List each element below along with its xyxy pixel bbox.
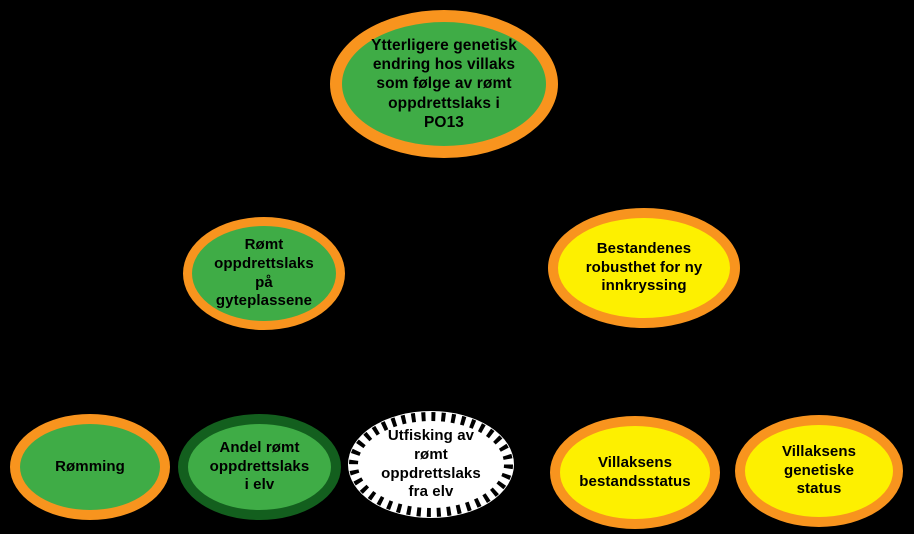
- node-villaksens-genetiske-status: Villaksens genetiske status: [735, 415, 903, 527]
- node-label-romt-oppdrettslaks-gyteplassene: Rømt oppdrettslaks på gyteplassene: [214, 236, 314, 310]
- node-label-ytterligere-genetisk-endring: Ytterligere genetisk endring hos villaks…: [371, 36, 517, 131]
- node-villaksens-bestandsstatus: Villaksens bestandsstatus: [550, 416, 720, 529]
- node-romt-oppdrettslaks-gyteplassene: Rømt oppdrettslaks på gyteplassene: [183, 217, 345, 330]
- node-label-romming: Rømming: [55, 457, 125, 475]
- node-label-bestandenes-robusthet: Bestandenes robusthet for ny innkryssing: [585, 240, 703, 295]
- node-label-villaksens-genetiske-status: Villaksens genetiske status: [781, 443, 857, 498]
- node-label-andel-romt-oppdrettslaks-i-elv: Andel rømt oppdrettslaks i elv: [209, 439, 310, 494]
- node-utfisking-av-romt-oppdrettslaks: Utfisking av rømt oppdrettslaks fra elv: [348, 411, 514, 518]
- node-romming: Rømming: [10, 414, 170, 520]
- node-label-utfisking-av-romt-oppdrettslaks: Utfisking av rømt oppdrettslaks fra elv: [381, 427, 481, 501]
- node-andel-romt-oppdrettslaks-i-elv: Andel rømt oppdrettslaks i elv: [178, 414, 341, 520]
- node-bestandenes-robusthet: Bestandenes robusthet for ny innkryssing: [548, 208, 740, 328]
- node-ytterligere-genetisk-endring: Ytterligere genetisk endring hos villaks…: [330, 10, 558, 158]
- node-label-villaksens-bestandsstatus: Villaksens bestandsstatus: [579, 453, 691, 490]
